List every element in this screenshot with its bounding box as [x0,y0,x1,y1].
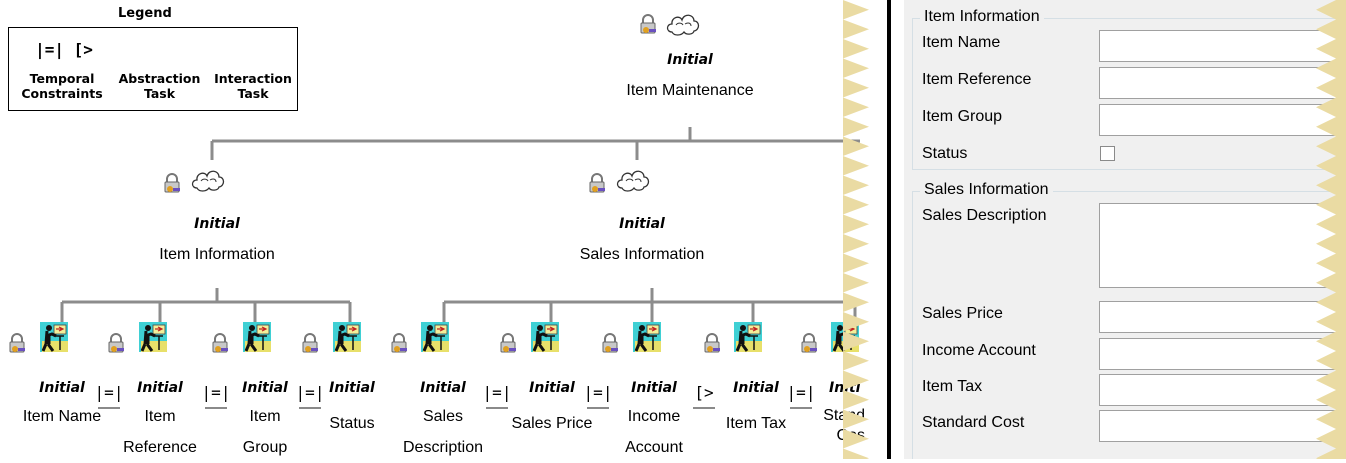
sales-description-field[interactable] [1099,203,1346,288]
legend-temporal-symbol: |=| [> [35,40,93,59]
item-name-field[interactable] [1099,30,1346,62]
leaf-padlock-icon-4 [391,333,407,353]
sales-price-label: Sales Price [922,305,1003,322]
item-group-field[interactable] [1099,104,1346,136]
operator-7-line [790,407,812,409]
operator-3-line [299,407,321,409]
sales-information-padlock-icon [589,173,605,193]
item-reference-task-status: Initial [137,380,183,396]
operator-6: [> [694,383,714,402]
leaf-interaction-icon-0 [40,322,68,352]
item-tax-field[interactable] [1099,374,1346,406]
operator-2-line [205,407,227,409]
item-tax-task-label: Item Tax [725,415,787,432]
legend-interaction-label: Interaction Task [214,71,292,101]
sales-information-cloud-icon [616,170,650,192]
legend-title: Legend [118,6,172,21]
leaf-interaction-icon-3 [333,322,361,352]
leaf-padlock-icon-1 [108,333,124,353]
leaf-interaction-icon-7 [734,322,762,352]
operator-1-line [98,407,120,409]
item-tax-label: Item Tax [922,378,983,395]
item-tax-task-status: Initial [733,380,779,396]
item-form-panel: Item Information Item Name Item Referenc… [904,0,1346,459]
leaf-padlock-icon-0 [9,333,25,353]
leaf-interaction-icon-5 [531,322,559,352]
item-reference-field[interactable] [1099,67,1346,99]
status-task-label: Status [329,415,375,432]
sales-information-groupbox [912,191,1346,459]
sales-description-task-label: Sales Description [402,408,484,456]
operator-4-line [486,407,508,409]
root-cloud-icon [666,14,700,36]
item-information-group-title: Item Information [920,8,1044,26]
status-checkbox[interactable] [1100,146,1115,161]
item-name-task-label: Item Name [22,408,102,425]
leaf-interaction-icon-2 [243,322,271,352]
leaf-interaction-icon-1 [139,322,167,352]
torn-edge-right [1316,0,1346,459]
sales-price-field[interactable] [1099,301,1346,333]
leaf-interaction-icon-6 [633,322,661,352]
income-account-field[interactable] [1099,338,1346,370]
item-information-task-status: Initial [194,216,240,232]
sales-information-task-label: Sales Information [579,246,705,263]
income-account-label: Income Account [922,342,1036,359]
sales-information-task-status: Initial [619,216,665,232]
leaf-padlock-icon-6 [602,333,618,353]
sales-information-group-title: Sales Information [920,181,1053,199]
sales-price-task-label: Sales Price [511,415,593,432]
item-group-task-status: Initial [242,380,288,396]
legend-temporal-label: Temporal Constraints [21,71,103,101]
root-task-label: Item Maintenance [626,82,754,99]
income-account-task-status: Initial [631,380,677,396]
operator-7: |=| [786,383,816,402]
panel-divider [887,0,891,459]
sales-description-task-status: Initial [420,380,466,396]
operator-3: |=| [295,383,325,402]
item-information-task-label: Item Information [159,246,275,263]
standard-cost-field[interactable] [1099,410,1346,442]
root-task-status: Initial [667,52,713,68]
operator-2: |=| [201,383,231,402]
legend [8,27,298,111]
operator-1: |=| [94,383,124,402]
item-information-padlock-icon [164,173,180,193]
sales-price-task-status: Initial [529,380,575,396]
item-name-label: Item Name [922,34,1001,51]
item-group-label: Item Group [922,108,1003,125]
income-account-task-label: Income Account [625,408,683,456]
item-name-task-status: Initial [39,380,85,396]
torn-edge-left [843,0,869,459]
root-padlock-icon [640,14,656,34]
leaf-padlock-icon-8 [801,333,817,353]
status-task-status: Initial [329,380,375,396]
leaf-interaction-icon-4 [421,322,449,352]
item-group-task-label: Item Group [242,408,288,456]
leaf-padlock-icon-3 [302,333,318,353]
item-information-cloud-icon [191,170,225,192]
operator-6-line [693,407,715,409]
legend-abstraction-label: Abstraction Task [118,71,201,101]
item-information-groupbox [912,18,1346,170]
operator-5-line [587,407,609,409]
leaf-padlock-icon-2 [212,333,228,353]
operator-4: |=| [482,383,512,402]
sales-description-label: Sales Description [922,207,1047,224]
status-label: Status [922,145,968,162]
operator-5: |=| [583,383,613,402]
item-reference-label: Item Reference [922,71,1032,88]
leaf-padlock-icon-5 [500,333,516,353]
standard-cost-label: Standard Cost [922,414,1025,431]
leaf-padlock-icon-7 [704,333,720,353]
item-reference-task-label: Item Reference [123,408,197,456]
